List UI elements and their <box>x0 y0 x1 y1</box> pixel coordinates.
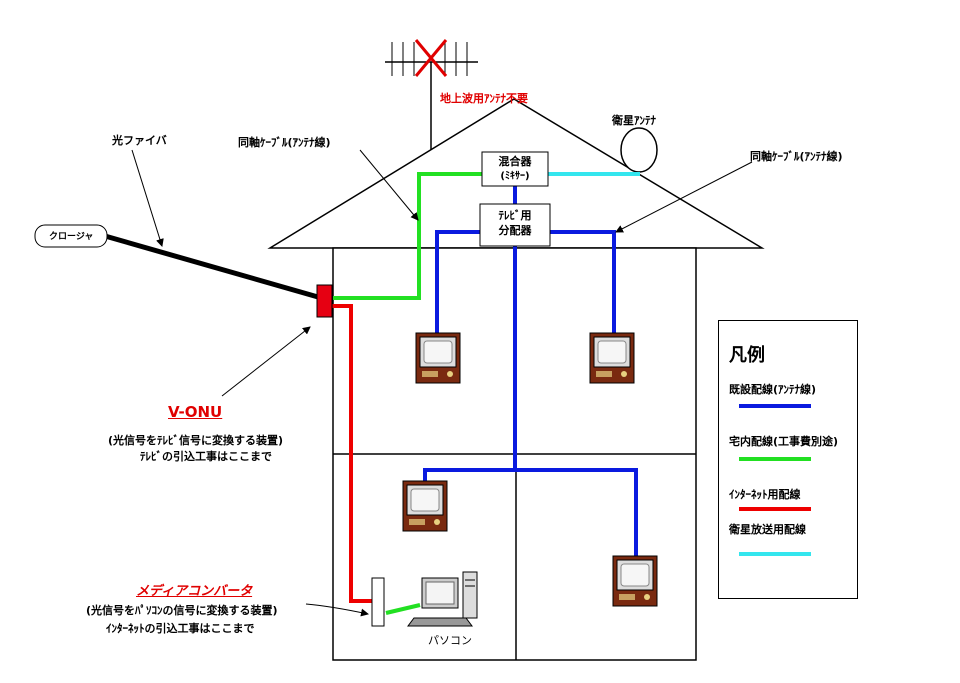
media-converter-desc1: (光信号をﾊﾟｿｺﾝの信号に変換する装置) <box>86 604 278 617</box>
mixer-box <box>481 151 549 187</box>
legend-title: 凡例 <box>729 345 765 366</box>
legend-item-label: 衛星放送用配線 <box>729 523 806 536</box>
splitter-line1: ﾃﾚﾋﾞ用 <box>498 209 532 222</box>
legend: 凡例 既設配線(ｱﾝﾃﾅ線) 宅内配線(工事費別途) ｲﾝﾀｰﾈｯﾄ用配線 衛星… <box>718 320 858 599</box>
splitter-line2: 分配器 <box>498 224 532 237</box>
legend-item-label: 宅内配線(工事費別途) <box>729 435 839 448</box>
mixer-line2: (ﾐｷｻｰ) <box>500 171 530 182</box>
legend-swatch-internet <box>739 507 811 511</box>
cross-mark-icon <box>414 39 448 77</box>
legend-item-label: 既設配線(ｱﾝﾃﾅ線) <box>729 383 817 396</box>
splitter-label: ﾃﾚﾋﾞ用 分配器 <box>480 208 550 238</box>
legend-swatch-satellite <box>739 552 811 556</box>
coax-right-label: 同軸ｹｰﾌﾞﾙ(ｱﾝﾃﾅ線) <box>750 150 843 163</box>
closure-box <box>34 224 108 248</box>
legend-swatch-inhouse <box>739 457 811 461</box>
satellite-dish-icon <box>620 127 658 173</box>
inhouse-wiring <box>333 172 482 615</box>
terrestrial-antenna-icon <box>385 42 478 158</box>
v-onu-device <box>316 284 333 318</box>
media-converter-device <box>371 577 385 627</box>
media-converter-desc2: ｲﾝﾀｰﾈｯﾄの引込工事はここまで <box>106 622 255 635</box>
media-converter-title: メディアコンバータ <box>136 584 253 599</box>
tv-icon <box>589 332 635 384</box>
internet-wiring <box>332 304 372 603</box>
closure-label: クロージャ <box>49 232 94 242</box>
fiber-cable <box>104 233 319 300</box>
tv-icon <box>402 480 448 532</box>
coax-left-label: 同軸ｹｰﾌﾞﾙ(ｱﾝﾃﾅ線) <box>238 136 331 149</box>
v-onu-desc1: (光信号をﾃﾚﾋﾞ信号に変換する装置) <box>108 434 284 447</box>
v-onu-title: V-ONU <box>168 403 223 421</box>
splitter-box <box>479 203 551 247</box>
legend-item-label: ｲﾝﾀｰﾈｯﾄ用配線 <box>729 488 801 501</box>
tv-icon <box>415 332 461 384</box>
v-onu-desc2: ﾃﾚﾋﾞの引込工事はここまで <box>140 450 272 463</box>
tv-icon <box>612 555 658 607</box>
pc-icon <box>407 571 478 627</box>
mixer-line1: 混合器 <box>498 155 532 168</box>
fiber-label: 光ファイバ <box>112 134 167 147</box>
pc-label: パソコン <box>428 634 472 647</box>
legend-swatch-existing <box>739 404 811 408</box>
mixer-label: 混合器 (ﾐｷｻｰ) <box>482 154 548 184</box>
satellite-antenna-label: 衛星ｱﾝﾃﾅ <box>612 114 656 127</box>
antenna-not-needed-label: 地上波用ｱﾝﾃﾅ不要 <box>440 92 528 105</box>
